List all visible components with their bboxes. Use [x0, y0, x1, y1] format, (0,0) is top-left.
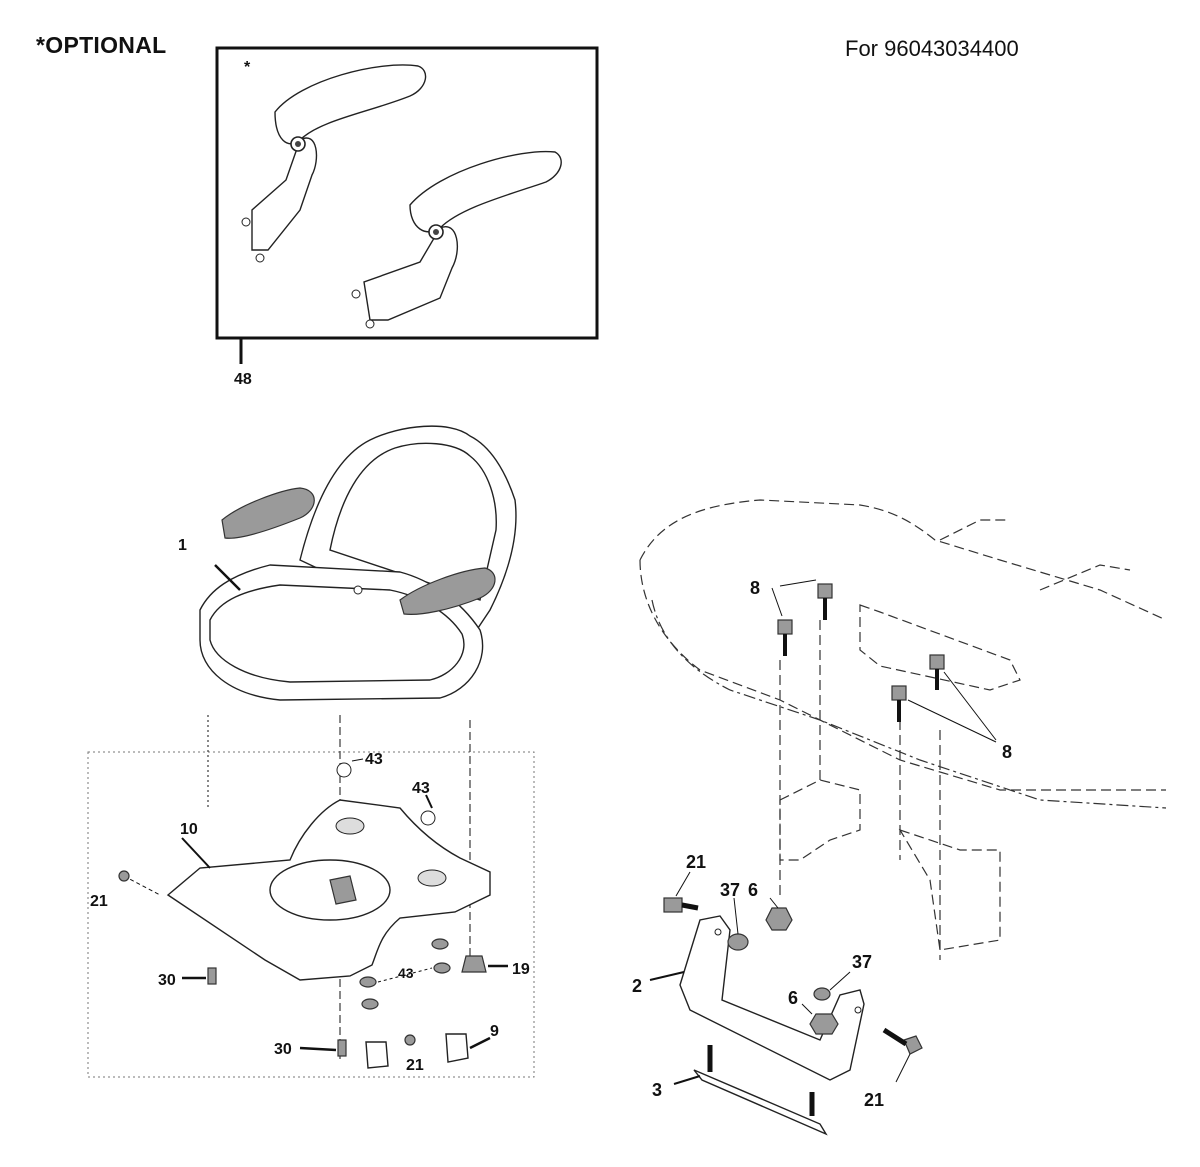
seat-bracket-assembly: 2 3 21 37 6 37 6 21 [632, 852, 923, 1136]
callout-1: 1 [178, 537, 187, 554]
callout-3: 3 [652, 1080, 662, 1100]
callout-21-left: 21 [90, 893, 108, 910]
seat-plate-assembly: 43 43 10 21 30 43 19 9 30 21 [87, 715, 535, 1078]
callout-30-bottom: 30 [274, 1041, 292, 1058]
model-reference: For 96043034400 [845, 36, 1019, 61]
callout-37-right: 37 [852, 952, 872, 972]
callout-48: 48 [234, 371, 252, 388]
callout-10: 10 [180, 821, 198, 838]
callout-21-bracket-right: 21 [864, 1090, 884, 1110]
optional-frame [215, 46, 599, 340]
callout-6-right: 6 [788, 988, 798, 1008]
seat: 1 [178, 425, 517, 701]
seat-bracket [679, 915, 865, 1081]
callout-6-top: 6 [748, 880, 758, 900]
callout-2: 2 [632, 976, 642, 996]
armrest-upper [241, 64, 427, 263]
callout-19: 19 [512, 961, 530, 978]
callout-9: 9 [490, 1023, 499, 1040]
armrest-lower [351, 150, 562, 329]
bracket-plate [693, 1069, 828, 1136]
callout-21-bracket-top: 21 [686, 852, 706, 872]
callout-43-spacers: 43 [398, 965, 414, 981]
optional-title: *OPTIONAL [36, 32, 167, 58]
callout-30-left: 30 [158, 972, 176, 989]
callout-43-top: 43 [365, 751, 383, 768]
callout-21-bottom: 21 [406, 1057, 424, 1074]
callout-8-right: 8 [1002, 742, 1012, 762]
callout-8-top: 8 [750, 578, 760, 598]
frame-bolts: 8 8 [750, 578, 1012, 762]
callout-37-top: 37 [720, 880, 740, 900]
callout-43-mid: 43 [412, 780, 430, 797]
frame-outline [639, 499, 1167, 960]
optional-armrest-box: * 48 [215, 46, 599, 388]
optional-asterisk: * [244, 59, 251, 76]
